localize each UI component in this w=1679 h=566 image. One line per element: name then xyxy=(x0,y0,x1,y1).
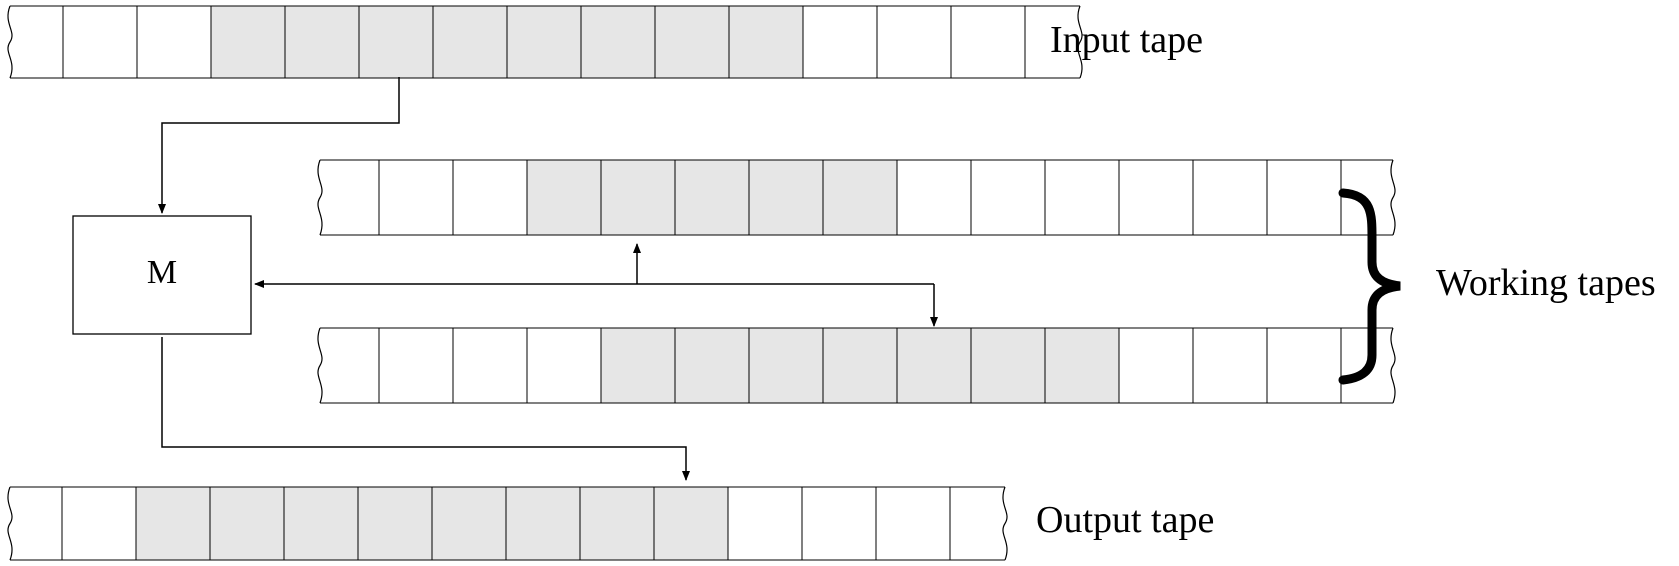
tape-left-torn-end xyxy=(317,327,323,404)
tape-cell-filled xyxy=(210,5,286,79)
tape-cell-filled xyxy=(283,486,359,561)
tape-left-torn-end xyxy=(7,5,13,79)
tape-cell-filled xyxy=(653,486,729,561)
tape-cell-filled xyxy=(728,5,804,79)
tape-cell-filled xyxy=(896,327,972,404)
tape-cell-filled xyxy=(432,5,508,79)
tape-cell-filled xyxy=(358,5,434,79)
tape-cell-filled xyxy=(505,486,581,561)
tape-right-torn-end xyxy=(1002,486,1008,561)
tape-cell-empty xyxy=(896,159,972,236)
working-tapes-label: Working tapes xyxy=(1436,262,1656,304)
tape-left-torn-end xyxy=(7,486,13,561)
tape-cell-empty xyxy=(452,159,528,236)
tape-cell-filled xyxy=(284,5,360,79)
working-tapes-brace xyxy=(1338,188,1401,385)
working-tape-2 xyxy=(317,327,1396,404)
tape-cell-filled xyxy=(600,327,676,404)
tape-cell-filled xyxy=(654,5,730,79)
tape-cell-filled xyxy=(580,5,656,79)
tape-cell-empty xyxy=(1266,159,1342,236)
tape-cell-empty xyxy=(1118,159,1194,236)
tape-cell-filled xyxy=(674,159,750,236)
tape-right-torn-end xyxy=(1077,5,1083,79)
output-tape xyxy=(7,486,1008,561)
tape-cell-filled xyxy=(357,486,433,561)
input-head-connector xyxy=(158,77,400,214)
tape-cell-empty xyxy=(875,486,951,561)
tape-cell-filled xyxy=(970,327,1046,404)
tape-cell-filled xyxy=(526,159,602,236)
tape-cell-filled xyxy=(822,159,898,236)
tape-right-torn-end xyxy=(1390,327,1396,404)
tape-cell-filled xyxy=(506,5,582,79)
tape-cell-filled xyxy=(209,486,285,561)
tape-cell-empty xyxy=(378,159,454,236)
tape-cell-empty xyxy=(876,5,952,79)
tape-cell-empty xyxy=(136,5,212,79)
tape-cell-filled xyxy=(674,327,750,404)
tape-cell-filled xyxy=(822,327,898,404)
input-tape-label: Input tape xyxy=(1050,19,1203,61)
tape-cell-empty xyxy=(1118,327,1194,404)
tape-cell-empty xyxy=(452,327,528,404)
tape-cell-empty xyxy=(727,486,803,561)
tape-cell-empty xyxy=(1044,159,1120,236)
tape-cell-empty xyxy=(801,486,877,561)
tape-cell-filled xyxy=(431,486,507,561)
tape-cell-empty xyxy=(526,327,602,404)
tape-cell-empty xyxy=(378,327,454,404)
tape-cell-filled xyxy=(135,486,211,561)
tape-cell-filled xyxy=(579,486,655,561)
tape-cell-empty xyxy=(62,5,138,79)
tape-cell-empty xyxy=(1192,327,1268,404)
tape-cell-filled xyxy=(1044,327,1120,404)
tape-cell-empty xyxy=(61,486,137,561)
tape-left-torn-end xyxy=(317,159,323,236)
output-tape-label: Output tape xyxy=(1036,499,1214,541)
machine-label: M xyxy=(147,254,177,291)
output-head-connector xyxy=(161,337,690,481)
tape-cell-empty xyxy=(970,159,1046,236)
tape-cell-empty xyxy=(1192,159,1268,236)
tape-cell-filled xyxy=(748,327,824,404)
machine-box xyxy=(72,215,252,335)
tape-cell-empty xyxy=(1266,327,1342,404)
tape-right-torn-end xyxy=(1390,159,1396,236)
tape-cell-empty xyxy=(950,5,1026,79)
input-tape xyxy=(7,5,1083,79)
tape-cell-empty xyxy=(802,5,878,79)
tape-cell-filled xyxy=(748,159,824,236)
tape-cell-filled xyxy=(600,159,676,236)
working-tape-1 xyxy=(317,159,1396,236)
